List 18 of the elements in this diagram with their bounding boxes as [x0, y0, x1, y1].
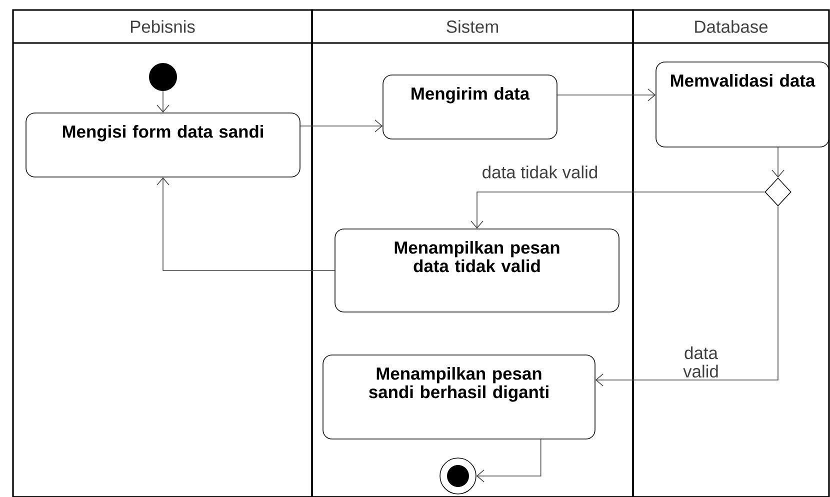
- end-node: [440, 458, 476, 494]
- action-box: Menampilkan pesan sandi berhasil diganti: [322, 354, 596, 440]
- arrow: [476, 438, 542, 482]
- decision-diamond: [764, 178, 792, 206]
- action-box: Mengisi form data sandi: [26, 112, 300, 178]
- arrow: [595, 206, 778, 386]
- edge-label: data tidak valid: [480, 164, 600, 180]
- edge-label: data valid: [672, 345, 730, 379]
- arrow: [772, 146, 784, 178]
- arrow: [300, 120, 383, 132]
- start-node: [149, 63, 177, 91]
- action-box: Memvalidasi data: [656, 62, 830, 148]
- action-box: Mengirim data: [382, 74, 558, 140]
- arrow: [156, 90, 170, 113]
- arrow: [156, 177, 335, 271]
- arrow: [557, 88, 656, 102]
- arrow: [470, 192, 765, 229]
- action-box: Menampilkan pesan data tidak valid: [334, 228, 620, 312]
